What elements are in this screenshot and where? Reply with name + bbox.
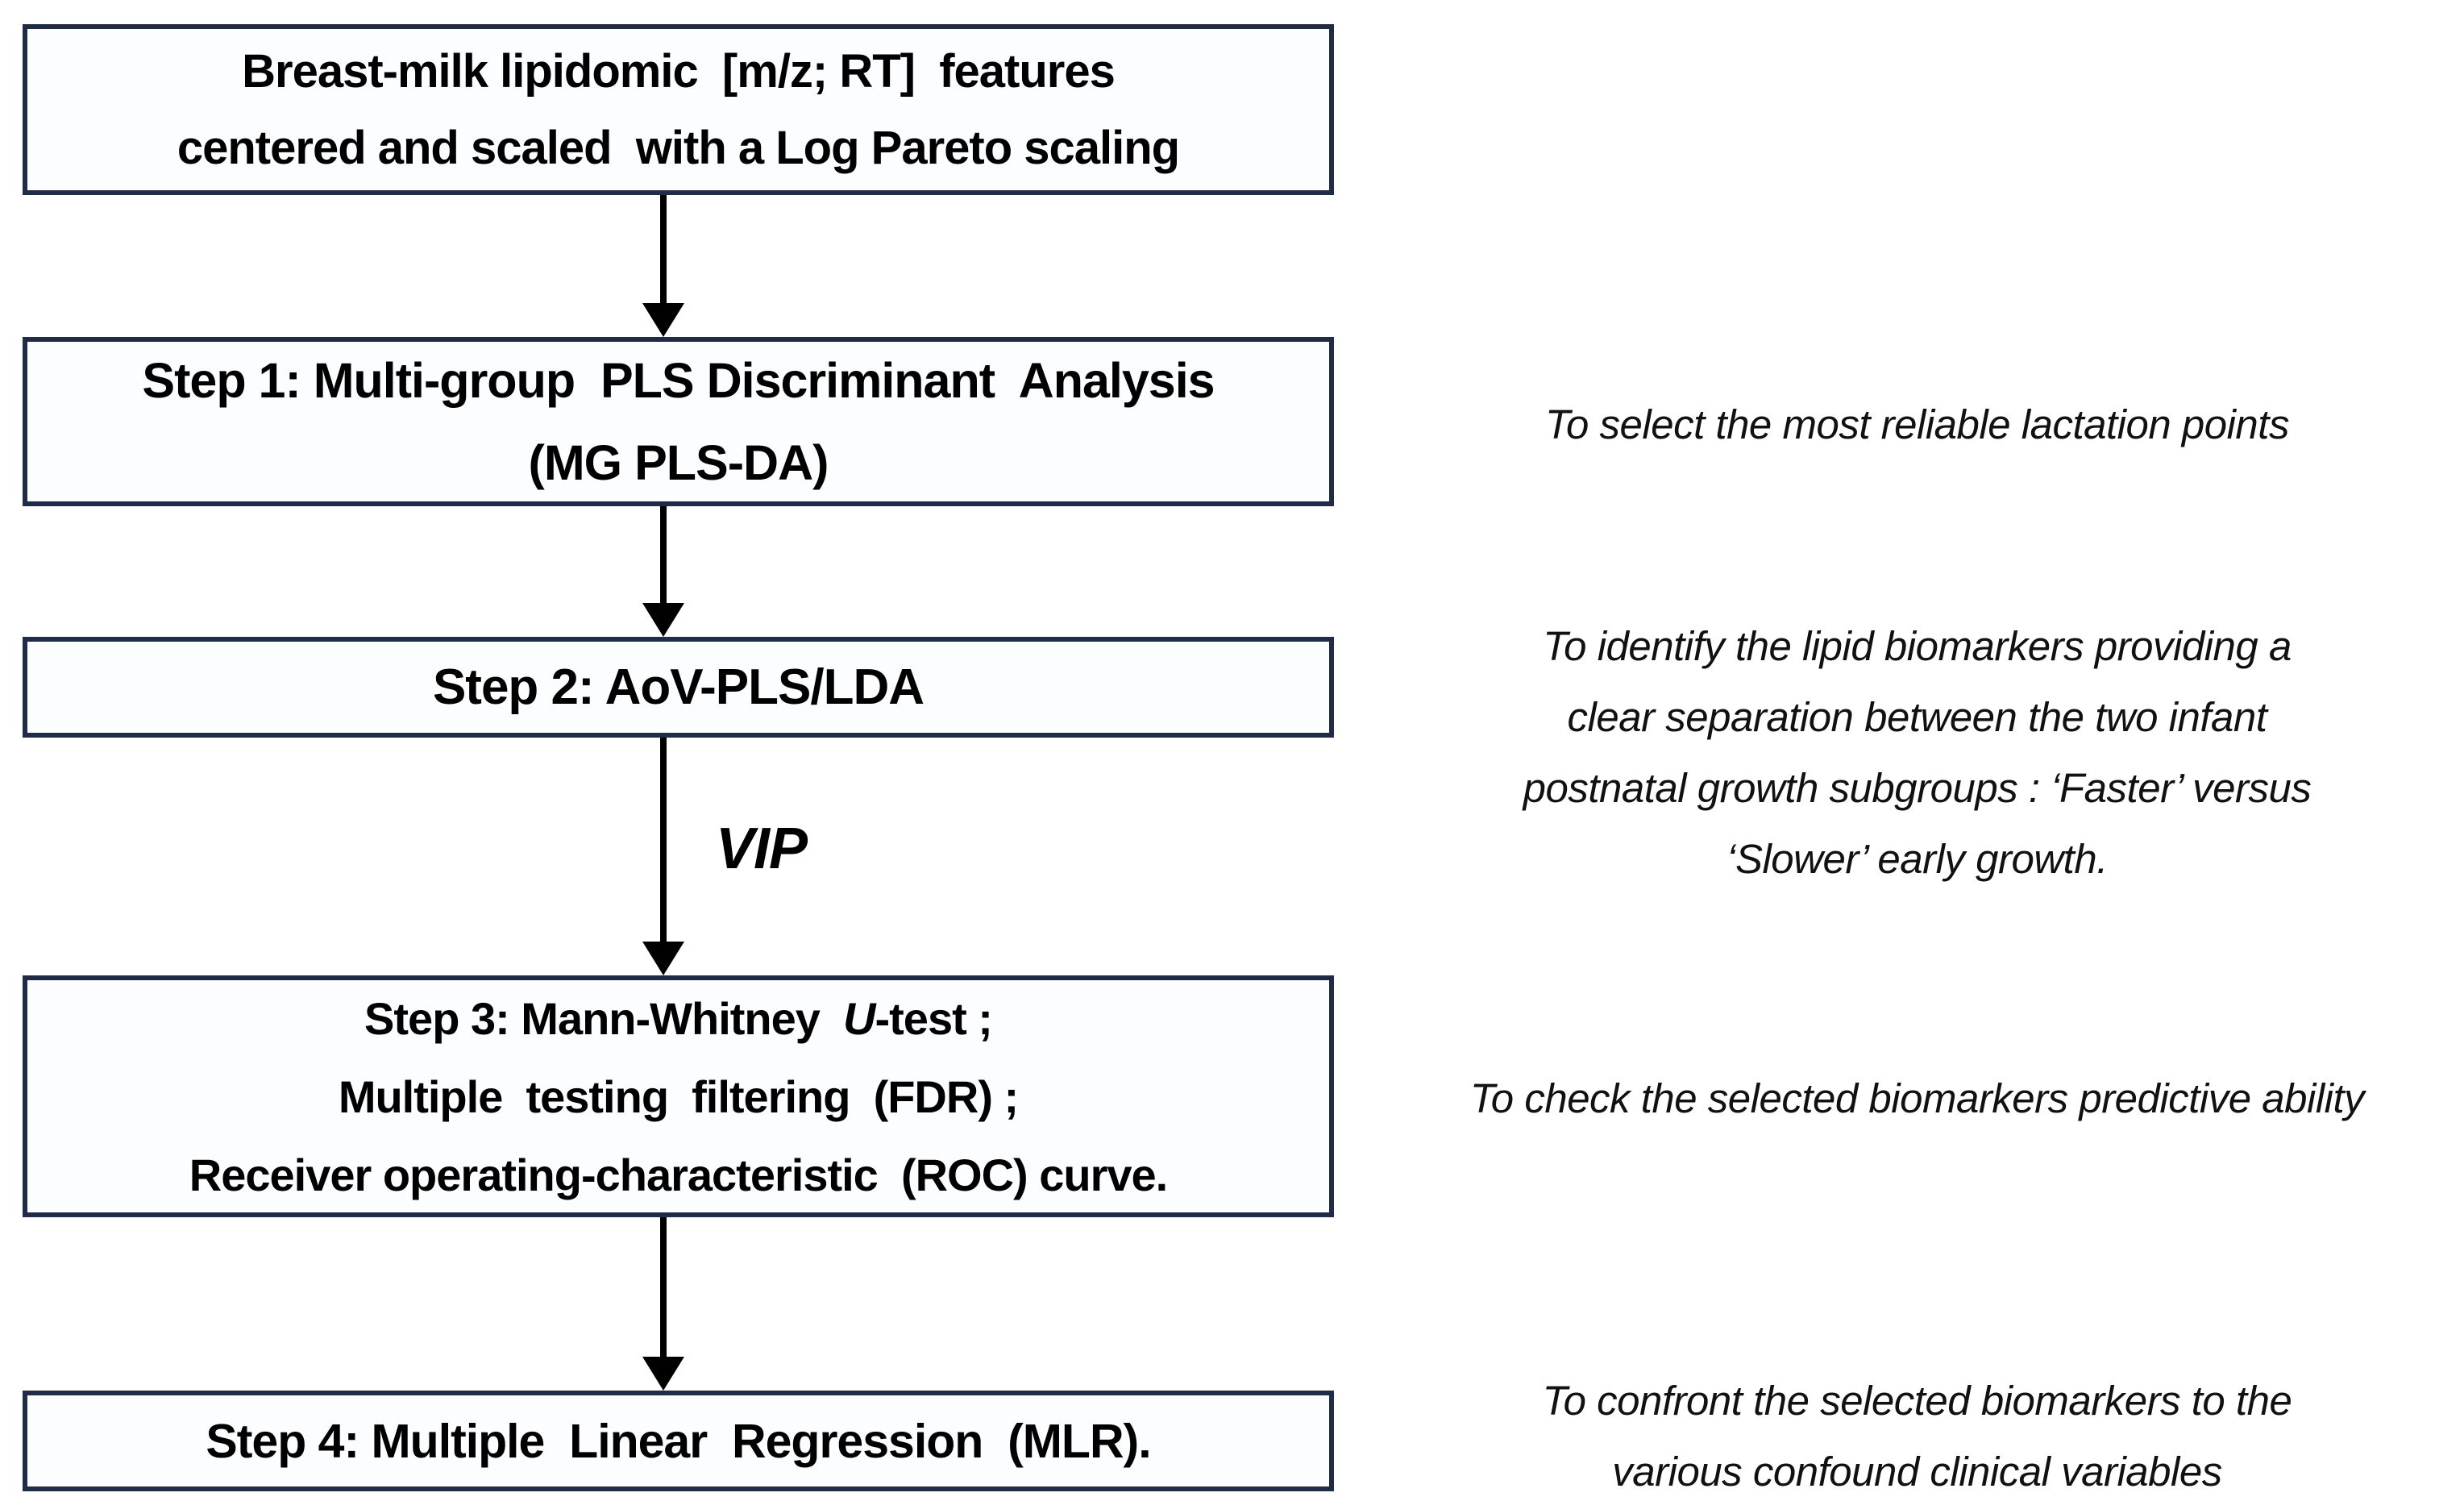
box-line-segment: Step 3: Mann-Whitney: [364, 992, 844, 1044]
box-line: Receiver operating-characteristic (ROC) …: [189, 1149, 1168, 1200]
annotation-step1: To select the most reliable lactation po…: [1370, 389, 2464, 461]
arrow-input-to-step1: [642, 195, 684, 337]
box-line-italic-segment: U: [843, 992, 875, 1044]
box-line: Multiple testing filtering (FDR) ;: [338, 1071, 1019, 1122]
box-line: Breast-milk lipidomic [m/z; RT] features: [242, 45, 1116, 98]
arrow-head-icon: [642, 1357, 684, 1391]
arrow-step3-to-step4: [642, 1217, 684, 1391]
arrow-head-icon: [642, 603, 684, 637]
arrow-stem: [660, 195, 667, 311]
annotation-step4: To confront the selected biomarkers to t…: [1370, 1366, 2464, 1501]
annotation-line: To select the most reliable lactation po…: [1545, 401, 2289, 447]
vip-arrow-label: VIP: [716, 817, 808, 881]
annotation-line: To confront the selected biomarkers to t…: [1542, 1378, 2292, 1424]
arrow-step1-to-step2: [642, 506, 684, 637]
box-line: Step 4: Multiple Linear Regression (MLR)…: [206, 1414, 1151, 1468]
annotation-line: ‘Slower’ early growth.: [1726, 836, 2108, 882]
flow-box-step4: Step 4: Multiple Linear Regression (MLR)…: [23, 1391, 1334, 1491]
flow-box-input: Breast-milk lipidomic [m/z; RT] features…: [23, 24, 1334, 195]
flow-box-step2: Step 2: AoV-PLS/LDA: [23, 637, 1334, 738]
annotation-line: clear separation between the two infant: [1567, 694, 2267, 740]
box-line: (MG PLS-DA): [528, 435, 829, 490]
flow-box-step3: Step 3: Mann-Whitney U-test ; Multiple t…: [23, 975, 1334, 1217]
annotation-step2: To identify the lipid biomarkers providi…: [1370, 611, 2464, 895]
arrow-stem: [660, 1217, 667, 1365]
arrow-head-icon: [642, 303, 684, 337]
annotation-line: postnatal growth subgroups : ‘Faster’ ve…: [1523, 765, 2312, 811]
box-line: Step 3: Mann-Whitney U-test ;: [364, 979, 993, 1058]
annotation-step3: To check the selected biomarkers predict…: [1370, 1062, 2464, 1135]
arrow-step2-to-step3: [642, 738, 684, 975]
box-line: Step 2: AoV-PLS/LDA: [432, 659, 925, 715]
annotation-line: To check the selected biomarkers predict…: [1469, 1075, 2365, 1121]
arrow-head-icon: [642, 942, 684, 975]
arrow-stem: [660, 738, 667, 950]
box-line-segment: -test ;: [875, 992, 993, 1044]
arrow-stem: [660, 506, 667, 611]
box-line: centered and scaled with a Log Pareto sc…: [177, 122, 1180, 174]
box-line: Step 1: Multi-group PLS Discriminant Ana…: [142, 353, 1215, 408]
annotation-line: To identify the lipid biomarkers providi…: [1543, 623, 2292, 669]
annotation-line: various confound clinical variables: [1612, 1449, 2222, 1495]
flow-box-step1: Step 1: Multi-group PLS Discriminant Ana…: [23, 337, 1334, 506]
